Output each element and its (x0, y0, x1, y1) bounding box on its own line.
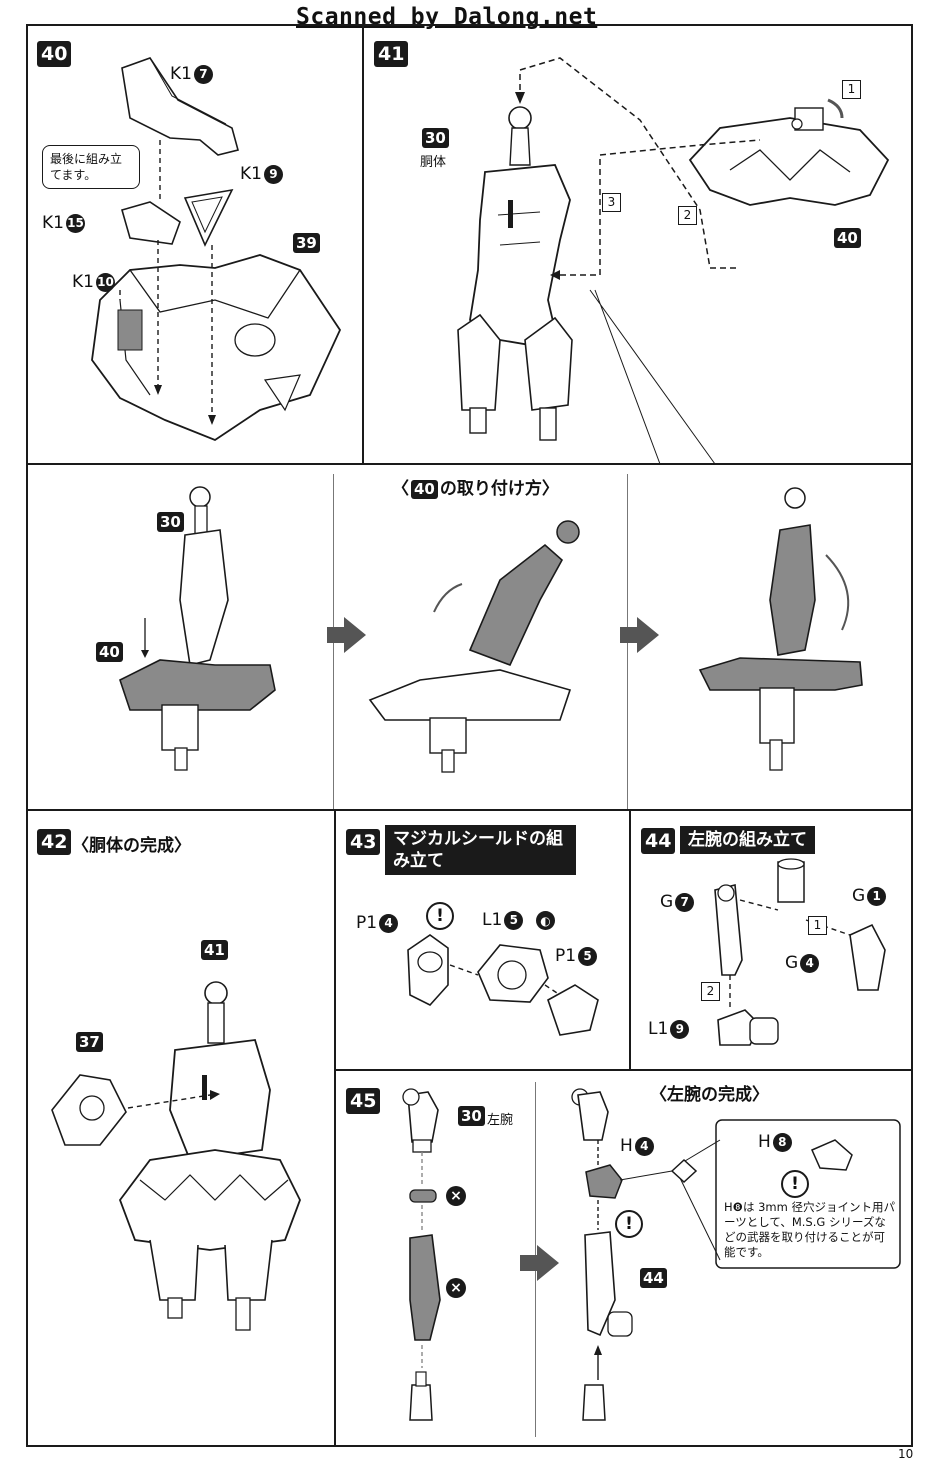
step-title: マジカルシールドの組み立て (385, 825, 576, 875)
sequence-number: 3 (602, 193, 621, 212)
assembly-note: 最後に組み立てます。 (42, 145, 140, 189)
step-number: 40 (37, 41, 72, 67)
divider (26, 463, 913, 465)
next-arrow-head (537, 1245, 559, 1281)
reference-number: 30 (157, 512, 184, 532)
divider (362, 24, 364, 464)
sequence-number: 1 (842, 80, 861, 99)
step-title: 左腕の組み立て (680, 826, 815, 854)
divider (334, 809, 336, 1447)
step-number: 41 (374, 41, 409, 67)
next-arrow (520, 1255, 538, 1271)
arm-label: 左腕 (487, 1113, 514, 1128)
warning-icon: ! (615, 1210, 643, 1238)
reference-number: 30 (422, 128, 449, 148)
reference-number: 39 (293, 233, 320, 253)
sequence-number: 2 (701, 982, 720, 1001)
divider (26, 809, 913, 811)
sticker-icon: ◐ (536, 911, 555, 930)
next-arrow-head (344, 617, 366, 653)
discard-icon: × (446, 1278, 466, 1298)
warning-icon: ! (781, 1170, 809, 1198)
sequence-number: 2 (678, 206, 697, 225)
page-frame (26, 24, 913, 1447)
step-number: 43 (346, 829, 381, 855)
step-number: 42 (37, 829, 72, 855)
warning-icon: ! (426, 902, 454, 930)
reference-number: 44 (640, 1268, 667, 1288)
divider (334, 1069, 913, 1071)
reference-number: 41 (201, 940, 228, 960)
next-arrow-head (637, 617, 659, 653)
step-number: 44 (641, 828, 676, 854)
discard-icon: × (446, 1186, 466, 1206)
sequence-number: 1 (808, 916, 827, 935)
step-title: 〈胴体の完成〉 (72, 836, 191, 856)
reference-number: 37 (76, 1032, 103, 1052)
reference-number: 30 (458, 1106, 485, 1126)
divider (629, 809, 631, 1069)
step-number: 45 (346, 1088, 381, 1114)
next-arrow (327, 627, 345, 643)
h8-note: H❽は 3mm 径穴ジョイント用パーツとして、M.S.G シリーズなどの武器を取… (724, 1200, 895, 1259)
next-arrow (620, 627, 638, 643)
body-label: 胴体 (420, 155, 447, 170)
page-number: 10 (898, 1447, 914, 1461)
arm-complete-title: 〈左腕の完成〉 (650, 1085, 769, 1105)
reference-number: 40 (96, 642, 123, 662)
reference-number: 40 (834, 228, 861, 248)
